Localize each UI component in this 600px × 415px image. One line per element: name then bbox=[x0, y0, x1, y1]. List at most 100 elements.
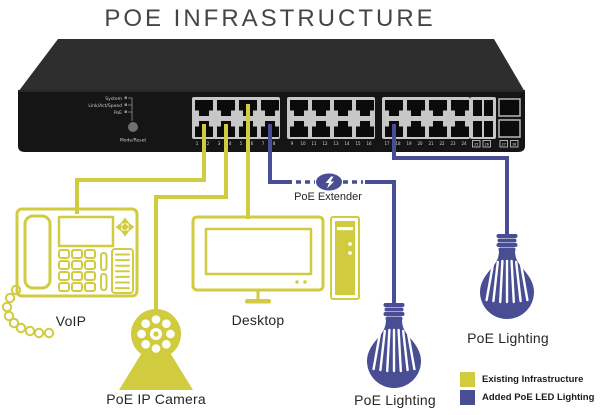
uplink-number-box bbox=[510, 140, 519, 148]
port-number: 18 bbox=[395, 141, 401, 146]
rj45-port bbox=[356, 100, 374, 116]
legend-item-existing: Existing Infrastructure bbox=[460, 372, 594, 387]
switch-top-face bbox=[18, 39, 525, 92]
port-number: 11 bbox=[311, 141, 317, 146]
status-label-poe: PoE bbox=[114, 110, 122, 116]
cable-extender-in bbox=[268, 124, 292, 184]
uplink-number-box bbox=[499, 140, 508, 148]
cord-coil bbox=[1, 301, 13, 313]
ir-led-dot bbox=[141, 319, 150, 329]
status-label-link: Link/Act/Speed bbox=[88, 103, 122, 109]
phone-display bbox=[57, 215, 115, 248]
lighting-2-label: PoE Lighting bbox=[467, 330, 549, 346]
phone-key bbox=[71, 282, 83, 292]
port-number: 20 bbox=[417, 141, 423, 146]
ir-led-dot bbox=[166, 329, 175, 339]
legend-swatch-added bbox=[460, 390, 475, 405]
uplink-port-number: 28 bbox=[512, 143, 516, 147]
tower-outline bbox=[330, 216, 360, 300]
port-number: 22 bbox=[439, 141, 445, 146]
switch-uplink-port-numbers: 25 26 27 28 bbox=[472, 140, 519, 148]
rj45-port bbox=[429, 100, 447, 116]
voip-phone bbox=[1, 207, 139, 339]
lightning-bolt-icon bbox=[325, 176, 334, 189]
legend: Existing Infrastructure Added PoE LED Li… bbox=[460, 372, 594, 408]
cable-lighting-2 bbox=[392, 124, 509, 236]
uplink-port-number: 25 bbox=[474, 143, 478, 147]
switch-uplink-ports bbox=[470, 97, 496, 139]
port-bank-bezel bbox=[382, 97, 470, 139]
uplink-port-number: 27 bbox=[502, 143, 506, 147]
phone-key bbox=[84, 260, 96, 270]
cables bbox=[75, 104, 509, 316]
port-number: 16 bbox=[366, 141, 372, 146]
phone-key bbox=[84, 271, 96, 281]
legend-label-added: Added PoE LED Lighting bbox=[482, 392, 595, 403]
rj45-port bbox=[217, 100, 235, 116]
mode-reset-label: Mode/Reset bbox=[120, 138, 147, 144]
rj45-port bbox=[385, 100, 403, 116]
port-number: 1 bbox=[196, 141, 199, 146]
phone-speed-dial-panel bbox=[111, 248, 134, 294]
monitor-screen bbox=[204, 227, 313, 276]
switch-sfp-ports bbox=[498, 98, 521, 138]
uplink-port-number: 26 bbox=[485, 143, 489, 147]
phone-speed-dial-slots bbox=[115, 253, 130, 290]
status-label-system: System bbox=[105, 96, 122, 102]
phone-key bbox=[71, 260, 83, 270]
phone-side-key bbox=[100, 273, 108, 291]
cable-lighting-1 bbox=[365, 180, 396, 304]
camera-ir-leds bbox=[137, 315, 175, 353]
ir-led-dot bbox=[151, 344, 161, 353]
tower-body bbox=[335, 221, 355, 295]
port-number: 14 bbox=[344, 141, 350, 146]
uplink-number-box bbox=[482, 140, 491, 148]
poe-led bbox=[124, 110, 127, 113]
port-number: 17 bbox=[384, 141, 390, 146]
phone-cord bbox=[1, 284, 55, 339]
port-number: 3 bbox=[218, 141, 221, 146]
phone-side-key bbox=[100, 252, 108, 271]
camera-label: PoE IP Camera bbox=[106, 391, 206, 407]
phone-key bbox=[58, 271, 70, 281]
monitor-stand-base bbox=[245, 299, 271, 304]
port-number: 23 bbox=[450, 141, 456, 146]
rj45-port bbox=[356, 121, 374, 137]
port-number: 13 bbox=[333, 141, 339, 146]
poe-light-bulb-1 bbox=[365, 301, 423, 390]
camera-base bbox=[119, 351, 193, 390]
cord-coil bbox=[10, 284, 22, 296]
port-number: 19 bbox=[406, 141, 412, 146]
cable-voip bbox=[75, 124, 206, 214]
port-number: 7 bbox=[262, 141, 265, 146]
port-number: 9 bbox=[291, 141, 294, 146]
poe-extender-node bbox=[316, 173, 342, 191]
rj45-port bbox=[312, 100, 330, 116]
port-number: 10 bbox=[300, 141, 306, 146]
rj45-port bbox=[261, 100, 279, 116]
switch-status-cluster: System Link/Act/Speed PoE Mode/Reset bbox=[88, 96, 146, 144]
rj45-port bbox=[451, 121, 469, 137]
desktop-label: Desktop bbox=[231, 312, 285, 328]
cord-coil bbox=[15, 322, 27, 334]
legend-item-added: Added PoE LED Lighting bbox=[460, 390, 594, 405]
rj45-port bbox=[407, 121, 425, 137]
rj45-port bbox=[290, 121, 308, 137]
rj45-port bbox=[195, 100, 213, 116]
rj45-port bbox=[334, 100, 352, 116]
cord-coil bbox=[4, 292, 16, 304]
ir-led-dot bbox=[151, 315, 161, 324]
phone-key bbox=[84, 282, 96, 292]
rj45-port bbox=[451, 100, 469, 116]
cord-coil bbox=[33, 327, 45, 339]
phone-keypad bbox=[58, 249, 96, 292]
port-number: 12 bbox=[322, 141, 328, 146]
poe-light-bulb-2 bbox=[478, 232, 536, 321]
voip-label: VoIP bbox=[55, 313, 87, 329]
ir-led-dot bbox=[141, 340, 150, 349]
ir-led-dot bbox=[162, 340, 171, 349]
legend-label-existing: Existing Infrastructure bbox=[482, 374, 584, 385]
